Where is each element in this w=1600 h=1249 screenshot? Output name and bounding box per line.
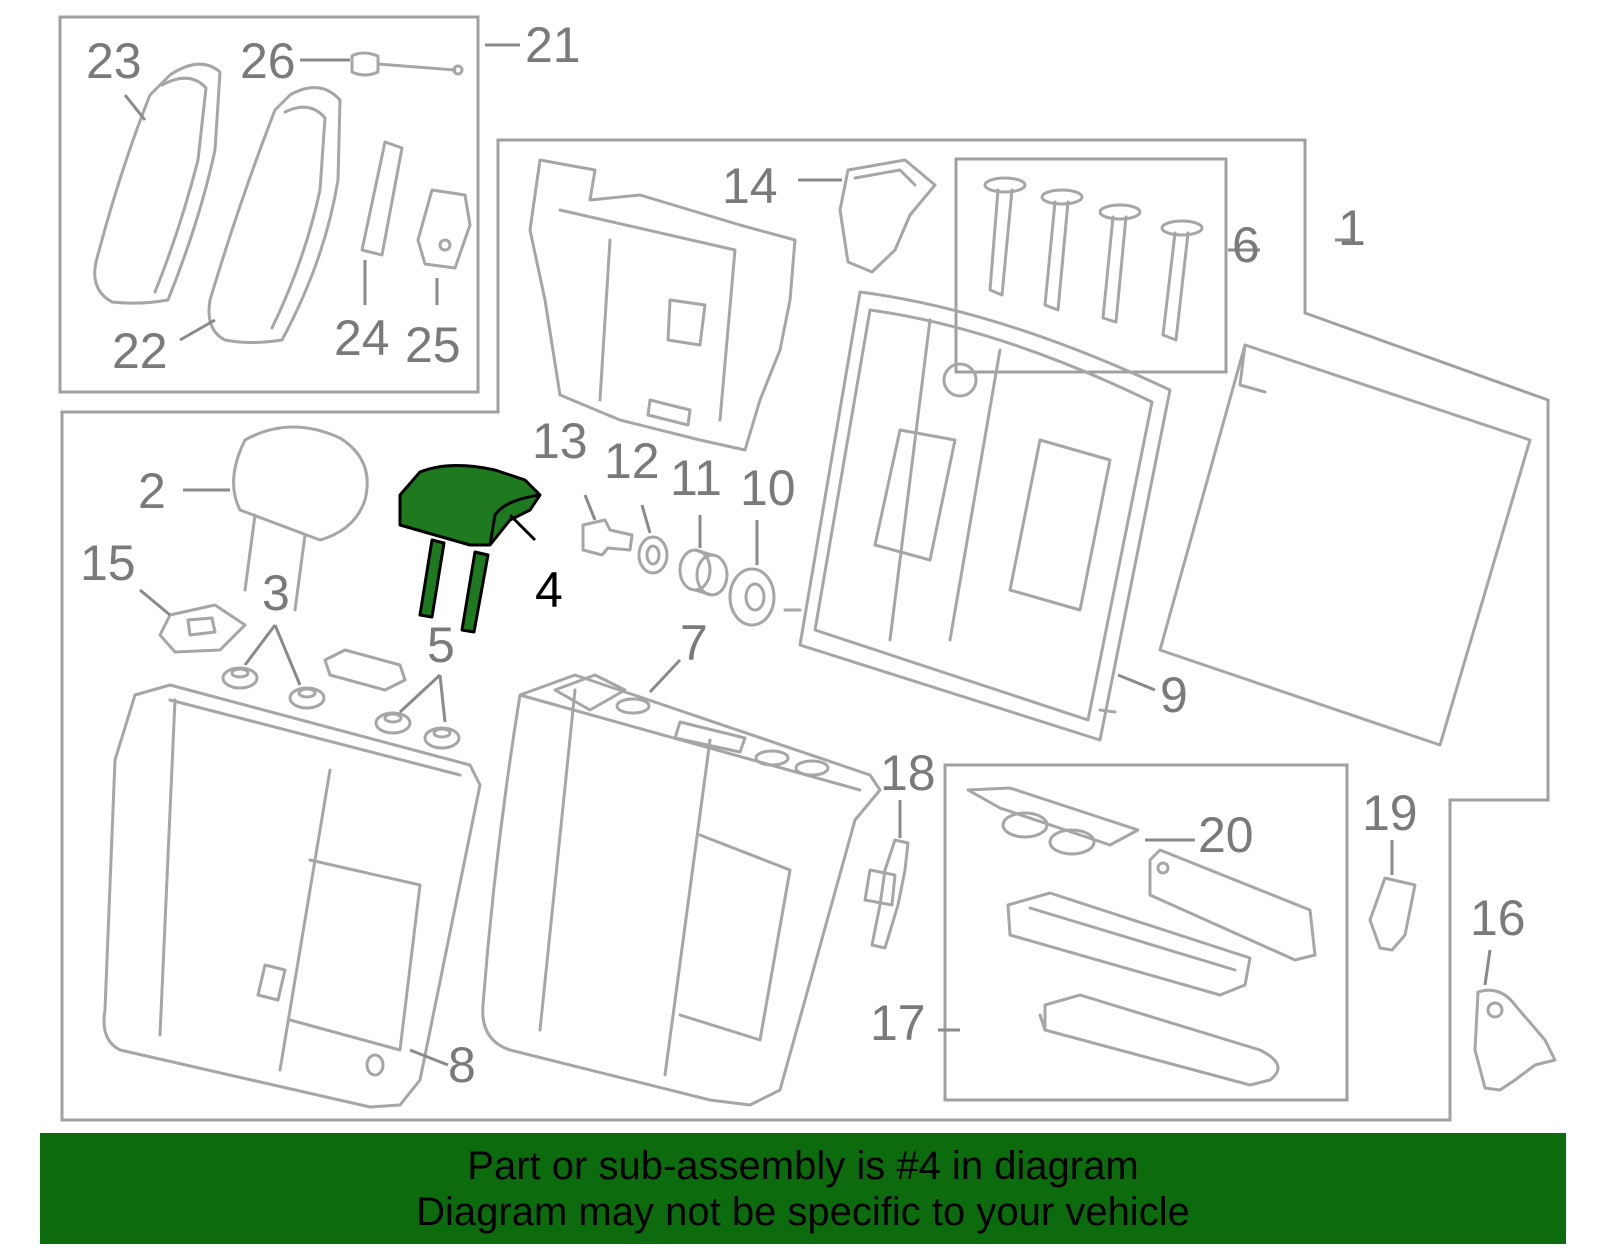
part-escutcheon (323, 648, 407, 692)
callout-19: 19 (1362, 785, 1418, 841)
info-banner: Part or sub-assembly is #4 in diagram Di… (40, 1133, 1566, 1244)
part-6-latches (983, 176, 1204, 342)
part-25-bracket (416, 188, 472, 270)
callout-20: 20 (1198, 807, 1254, 863)
callout-14: 14 (722, 158, 778, 214)
part-4-headrest-highlighted (398, 463, 542, 634)
box-17-armrest-group (943, 763, 1349, 1102)
part-armrest-pad (1038, 993, 1280, 1087)
callout-21: 21 (525, 17, 581, 73)
box-21-trim-kit (58, 15, 480, 394)
part-16-bracket (1473, 988, 1557, 1092)
callout-3: 3 (262, 565, 290, 621)
callout-2: 2 (138, 463, 166, 519)
part-26-rod (350, 51, 464, 77)
callout-5: 5 (427, 617, 455, 673)
callout-24: 24 (334, 310, 390, 366)
part-24-trim-panel (360, 140, 404, 257)
part-14-bracket (838, 158, 937, 274)
part-8-seat-back-cushion (102, 683, 482, 1109)
part-2-headrest (232, 425, 369, 612)
part-armrest-tray (1006, 891, 1252, 997)
part-18-bracket (863, 838, 910, 950)
leader-lines (123, 43, 1492, 1067)
callout-16: 16 (1470, 890, 1526, 946)
callout-18: 18 (880, 745, 936, 801)
box-6-latch-group (954, 157, 1228, 374)
callout-12: 12 (604, 433, 660, 489)
callout-1: 1 (1338, 200, 1366, 256)
part-armrest-bracket (1148, 848, 1317, 962)
callout-7: 7 (680, 615, 708, 671)
part-23-cover (93, 62, 222, 305)
part-seat-back-frame-rear (528, 158, 797, 452)
banner-line-disclaimer: Diagram may not be specific to your vehi… (416, 1190, 1190, 1234)
callout-26: 26 (240, 33, 296, 89)
callout-9: 9 (1160, 667, 1188, 723)
callout-23: 23 (86, 33, 142, 89)
part-22-pad (207, 86, 342, 344)
part-9-seat-back-frame (783, 290, 1172, 742)
part-back-panel-board (1158, 343, 1532, 747)
part-19-cover (1368, 876, 1417, 952)
banner-line-part-number: Part or sub-assembly is #4 in diagram (467, 1144, 1139, 1188)
part-7-seat-back-cushion (481, 673, 882, 1107)
part-11-bushing (678, 548, 729, 597)
callout-17: 17 (870, 995, 926, 1051)
callout-4: 4 (535, 562, 563, 618)
callout-15: 15 (80, 535, 136, 591)
callout-10: 10 (740, 460, 796, 516)
callout-8: 8 (448, 1037, 476, 1093)
callout-13: 13 (532, 413, 588, 469)
part-20-cupholder (966, 786, 1140, 856)
box-1-main-assembly (60, 138, 1550, 1122)
callout-labels: 21 23 26 22 24 25 14 6 1 2 4 13 12 11 10… (80, 17, 1526, 1093)
callout-25: 25 (405, 317, 461, 373)
part-10-pivot (728, 567, 776, 627)
part-3-grommets (221, 666, 326, 710)
callout-6: 6 (1232, 217, 1260, 273)
callout-11: 11 (670, 450, 722, 506)
callout-22: 22 (112, 323, 168, 379)
part-15-guide (158, 603, 247, 654)
part-12-washer (637, 535, 669, 575)
part-5-grommets (374, 711, 461, 750)
part-13-bolt (581, 518, 634, 557)
